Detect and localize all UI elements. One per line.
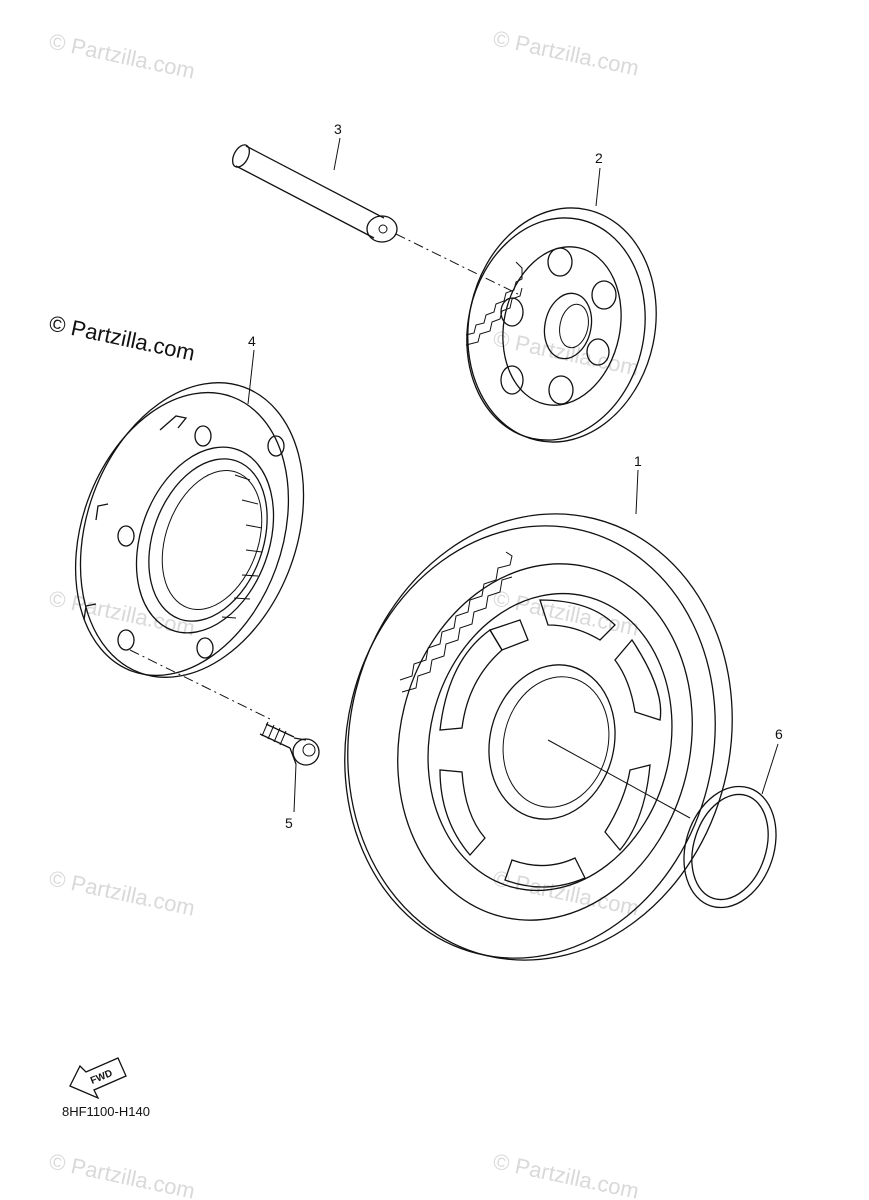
watermark: © Partzilla.com	[491, 865, 641, 920]
watermark: © Partzilla.com	[47, 1148, 197, 1200]
watermark: © Partzilla.com	[491, 25, 641, 80]
callout-6: 6	[775, 726, 783, 742]
diagram-code: 8HF1100-H140	[62, 1104, 150, 1119]
assembly-line	[547, 739, 691, 819]
callout-4: 4	[248, 333, 256, 349]
callout-2: 2	[595, 150, 603, 166]
fwd-label: FWD	[89, 1068, 114, 1087]
watermark-main: © Partzilla.com	[47, 310, 197, 365]
part-6-washer	[683, 785, 777, 909]
watermark-layer: © Partzilla.com © Partzilla.com © Partzi…	[47, 25, 641, 1200]
assembly-line	[129, 649, 273, 721]
part-2-idle-gear	[465, 207, 657, 443]
callout-3: 3	[334, 121, 342, 137]
part-3-shaft	[231, 144, 398, 243]
part-4-one-way-clutch	[74, 382, 305, 678]
watermark: © Partzilla.com	[47, 585, 197, 640]
assembly-line	[395, 233, 521, 296]
watermark: © Partzilla.com	[491, 325, 641, 380]
callout-1: 1	[634, 453, 642, 469]
fwd-arrow-icon: FWD	[69, 1057, 127, 1100]
watermark: © Partzilla.com	[47, 865, 197, 920]
callouts: 3 2 4 1 5 6	[247, 121, 783, 831]
callout-5: 5	[285, 815, 293, 831]
watermark: © Partzilla.com	[47, 28, 197, 83]
watermark: © Partzilla.com	[491, 1148, 641, 1200]
part-1-clutch-gear	[344, 513, 733, 961]
part-5-bolt	[259, 721, 320, 766]
